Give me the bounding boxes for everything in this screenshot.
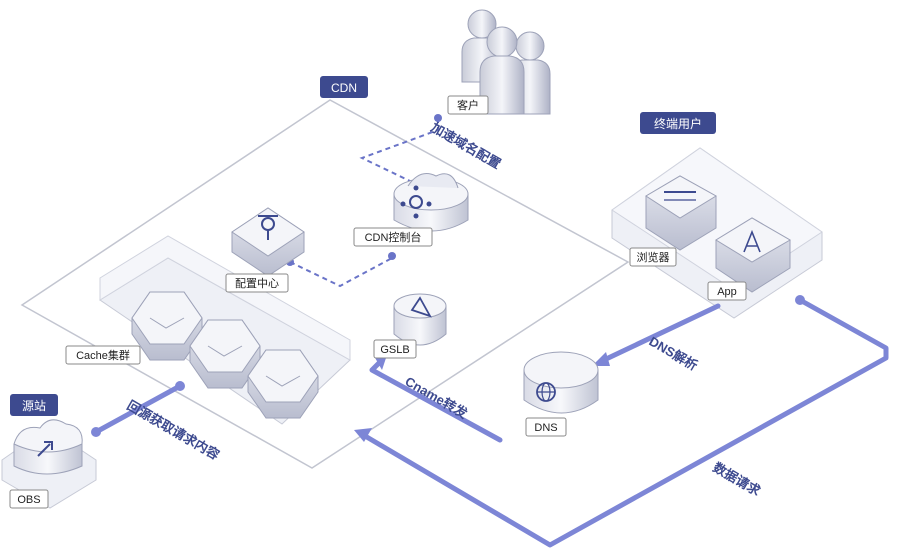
hub-icon [400,185,432,219]
origin-group-tag: 源站 [10,394,58,416]
obs-label: OBS [9,489,49,509]
cache-cluster-label: Cache集群 [65,345,141,365]
app-store-icon [743,229,761,253]
config-sync-dashed-line [289,257,393,288]
svg-text:源站: 源站 [22,399,46,413]
svg-text:配置中心: 配置中心 [235,277,279,290]
svg-text:App: App [717,286,737,298]
dns-device [523,351,599,414]
svg-text:Cache集群: Cache集群 [76,348,130,362]
svg-text:CDN: CDN [331,81,357,95]
origin-fetch-start-dot [91,427,101,437]
dns-resolve-flow [601,303,721,363]
dns-label: DNS [525,417,567,437]
app-label: App [707,281,747,301]
key-icon [258,215,278,240]
cdn-region [20,99,630,469]
browser-window-icon [664,191,696,201]
svg-text:浏览器: 浏览器 [637,250,670,264]
globe-icon [536,382,556,402]
customer-dot [434,114,442,122]
end-users-group-tag: 终端用户 [640,112,716,134]
customer-label: 客户 [447,95,489,115]
gslb-device [393,293,447,346]
cdn-console-label: CDN控制台 [353,227,433,247]
gslb-label: GSLB [373,339,417,359]
app-device [715,217,791,293]
dns-resolve-edge-label: DNS解析 [647,334,701,374]
obs-device [13,419,83,475]
upload-arrow-icon [37,441,53,457]
console-dot [388,252,396,260]
origin-fetch-end-dot [175,381,185,391]
data-request-arrowhead [354,428,372,442]
data-request-start-dot [795,295,805,305]
dns-resolve-arrowhead [592,352,610,366]
compass-icon [410,296,432,318]
svg-text:客户: 客户 [457,98,479,112]
svg-text:CDN控制台: CDN控制台 [365,230,422,244]
svg-text:OBS: OBS [17,494,40,506]
svg-text:终端用户: 终端用户 [654,116,702,131]
svg-text:DNS: DNS [534,422,557,434]
cdn-group-tag: CDN [320,76,368,98]
cname-forward-flow [369,359,503,443]
data-request-flow [357,297,889,548]
cache-node-3 [247,349,319,419]
browser-device [645,175,717,251]
data-request-edge-label: 数据请求 [711,460,764,499]
customer-people-icon [461,9,551,115]
svg-text:GSLB: GSLB [380,344,409,356]
cache-node-2 [189,319,261,389]
cdn-console-device [393,173,469,232]
browser-label: 浏览器 [629,247,677,267]
config-center-label: 配置中心 [225,273,289,293]
domain-config-dashed-line [359,118,439,183]
origin-fetch-flow [93,383,183,435]
cache-node-1 [131,291,203,361]
